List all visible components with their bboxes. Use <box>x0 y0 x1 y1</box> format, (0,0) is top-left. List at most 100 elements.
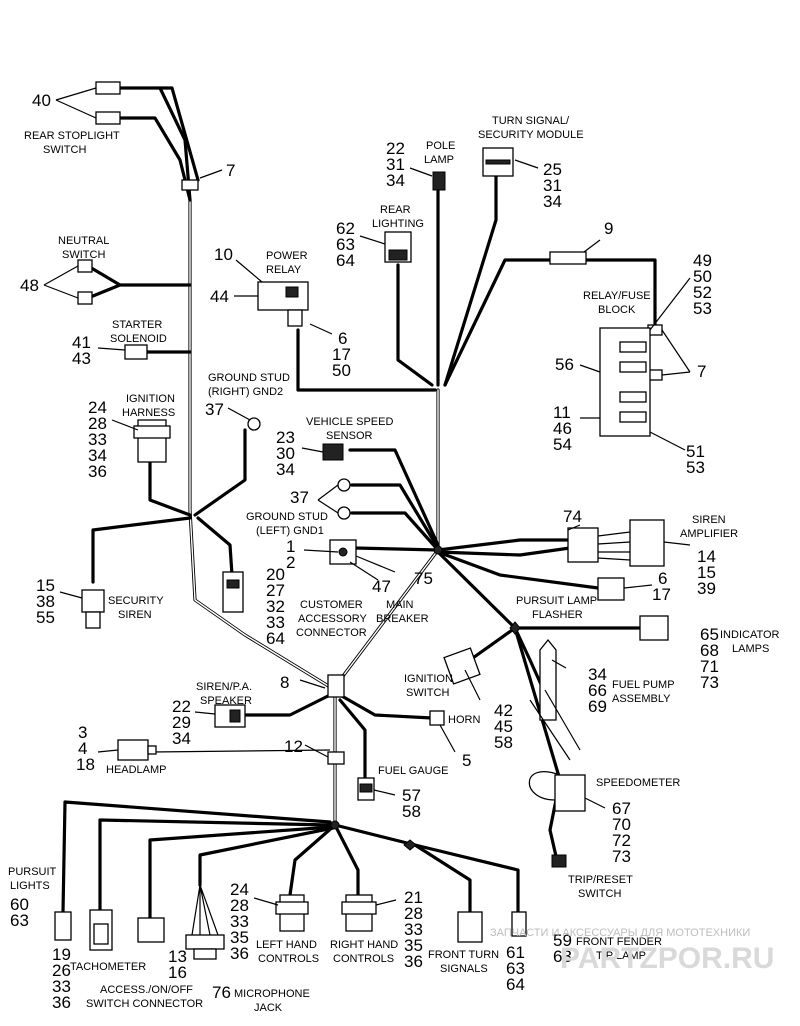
power-relay-part <box>257 281 309 327</box>
callout-access-switch: 13 16 <box>168 947 192 982</box>
label-ground-stud-left: GROUND STUD (LEFT) GND1 <box>246 511 331 537</box>
label-ignition-switch: IGNITION SWITCH <box>404 673 456 699</box>
callout-tachometer: 19 26 33 36 <box>52 945 76 1012</box>
tachometer-part <box>89 909 113 951</box>
callout-relay-block-right: 51 53 <box>686 442 710 477</box>
leader-lines <box>43 87 691 906</box>
callout-main-breaker-left: 1 2 <box>286 537 300 572</box>
callout-ignition-switch: 42 45 58 <box>494 701 518 752</box>
relay-fuse-block-part <box>599 327 651 437</box>
right-hand-controls-part <box>341 894 377 932</box>
label-pursuit-lights: PURSUIT LIGHTS <box>8 866 59 892</box>
callout-neutral: 48 <box>20 276 39 295</box>
callout-pole-lamp: 22 31 34 <box>386 139 410 190</box>
pursuit-lights-part <box>54 911 72 941</box>
front-turn-signals-part <box>457 911 483 943</box>
callout-power-relay-ref: 10 <box>214 245 233 264</box>
label-access-switch-connector: ACCESS./ON/OFF SWITCH CONNECTOR <box>86 984 203 1010</box>
callout-left-hand-controls: 24 28 33 35 36 <box>230 880 254 963</box>
callout-customer-connector: 20 27 32 33 64 <box>266 565 290 648</box>
callout-relay-block-56: 56 <box>555 355 574 374</box>
ignition-switch-part <box>443 647 481 685</box>
callout-numbers: 40 7 48 10 44 6 17 50 41 43 37 24 28 33 … <box>10 91 721 1012</box>
headlamp-part <box>117 739 157 761</box>
watermark: ЗАПЧАСТИ И АКСЕССУАРЫ ДЛЯ МОТОТЕХНИКИ PA… <box>490 927 774 975</box>
main-breaker-part <box>329 539 357 565</box>
ground-stud-right-part <box>247 417 261 431</box>
label-power-relay: POWER RELAY <box>266 250 311 276</box>
callout-microphone-jack: 76 <box>212 983 231 1002</box>
callout-siren-speaker: 22 29 34 <box>172 697 196 748</box>
label-ignition-harness: IGNITION HARNESS <box>122 393 178 419</box>
label-front-turn-signals: FRONT TURN SIGNALS <box>428 949 502 975</box>
callout-rear-stoplight: 40 <box>32 91 51 110</box>
callout-speedometer: 67 70 72 73 <box>612 799 636 866</box>
callout-headlamp: 3 4 18 <box>76 723 95 774</box>
label-front-fender-tip-lamp: FRONT FENDER TIP LAMP <box>576 936 665 962</box>
callout-harness-clip-8: 8 <box>280 673 289 692</box>
label-siren-amplifier: SIREN AMPLIFIER <box>680 514 738 540</box>
label-rear-stoplight-switch: REAR STOPLIGHT SWITCH <box>24 130 123 156</box>
callout-siren-amp: 14 15 39 <box>697 547 721 598</box>
callout-relay-block-left: 11 46 54 <box>553 403 577 454</box>
label-turn-signal-module: TURN SIGNAL/ SECURITY MODULE <box>478 115 584 141</box>
access-switch-part <box>137 917 165 943</box>
callout-right-hand-controls: 21 28 33 35 36 <box>404 888 428 971</box>
label-horn: HORN <box>448 714 480 726</box>
ignition-harness-part <box>133 419 171 463</box>
callout-turn-signal-module: 25 31 34 <box>543 160 567 211</box>
callout-horn: 5 <box>462 751 471 770</box>
callout-fuel-pump: 34 66 69 <box>588 665 612 716</box>
callout-relay-block-top: 49 50 52 53 <box>693 251 717 318</box>
label-microphone-jack: MICROPHONE JACK <box>234 988 313 1014</box>
turn-signal-module-part <box>482 147 514 177</box>
callout-power-relay-right: 6 17 50 <box>332 329 356 380</box>
rear-lighting-part <box>384 231 412 263</box>
label-speedometer: SPEEDOMETER <box>596 777 680 789</box>
callout-clip-12: 12 <box>284 737 303 756</box>
callout-front-turn-signals: 61 63 64 <box>506 943 530 994</box>
label-pursuit-lamp-flasher: PURSUIT LAMP FLASHER <box>516 595 600 621</box>
trip-switch-part <box>551 854 567 868</box>
label-rear-lighting: REAR LIGHTING <box>372 204 424 230</box>
fuel-gauge-part <box>357 777 375 801</box>
front-fender-tip-lamp-part <box>511 911 527 937</box>
callout-main-breaker-75: 75 <box>414 569 433 588</box>
label-relay-fuse-block: RELAY/FUSE BLOCK <box>583 290 654 316</box>
security-siren-part <box>81 589 105 629</box>
callout-starter-solenoid: 41 43 <box>72 333 96 368</box>
label-security-siren: SECURITY SIREN <box>108 595 166 621</box>
left-hand-controls-part <box>275 894 309 932</box>
callout-ground-right: 37 <box>205 400 224 419</box>
label-fuel-pump-assembly: FUEL PUMP ASSEMBLY <box>612 679 677 705</box>
callout-power-relay-left: 44 <box>210 287 229 306</box>
component-labels: REAR STOPLIGHT SWITCH NEUTRAL SWITCH POW… <box>8 115 780 1014</box>
callout-fuel-gauge: 57 58 <box>402 786 426 821</box>
label-right-hand-controls: RIGHT HAND CONTROLS <box>330 939 401 965</box>
callout-ground-left: 37 <box>290 488 309 507</box>
label-siren-pa-speaker: SIREN/P.A. SPEAKER <box>196 681 255 707</box>
siren-speaker-part <box>214 704 246 728</box>
label-starter-solenoid: STARTER SOLENOID <box>110 319 167 345</box>
callout-clip-9: 9 <box>604 219 613 238</box>
callout-siren-amp-74: 74 <box>563 507 582 526</box>
label-left-hand-controls: LEFT HAND CONTROLS <box>256 939 320 965</box>
label-tachometer: TACHOMETER <box>70 961 146 973</box>
label-customer-accessory-connector: CUSTOMER ACCESSORY CONNECTOR <box>296 599 370 639</box>
label-fuel-gauge: FUEL GAUGE <box>378 765 449 777</box>
flasher-part <box>597 577 625 601</box>
starter-solenoid-part <box>124 344 148 360</box>
ground-stud-left-part <box>337 478 351 520</box>
callout-ignition-harness: 24 28 33 34 36 <box>88 398 112 481</box>
customer-accessory-connector-part <box>222 571 244 613</box>
label-headlamp: HEADLAMP <box>106 764 167 776</box>
siren-amplifier-part <box>567 519 665 567</box>
vehicle-speed-sensor-part <box>322 443 344 461</box>
microphone-jack-part <box>185 934 225 960</box>
neutral-switch-part <box>77 259 93 305</box>
callout-front-fender-tip-lamp: 59 63 <box>553 931 577 966</box>
label-neutral-switch: NEUTRAL SWITCH <box>58 235 112 261</box>
callout-flasher: 6 17 <box>652 569 672 604</box>
rear-stoplight-switch-part <box>95 81 121 125</box>
